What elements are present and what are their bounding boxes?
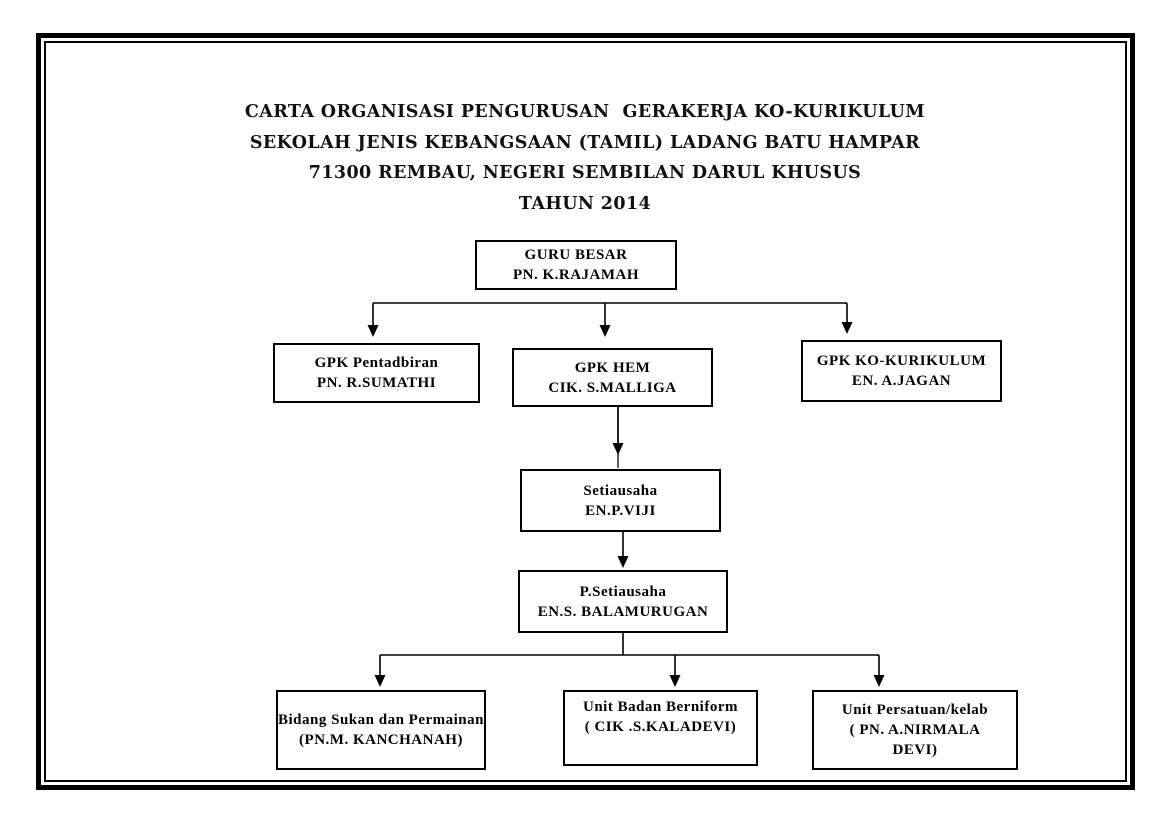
person-name: ( CIK .S.KALADEVI) <box>584 719 737 735</box>
role-label: Unit Badan Berniform <box>582 699 738 715</box>
title-line-3: 71300 REMBAU, NEGERI SEMBILAN DARUL KHUS… <box>308 163 862 183</box>
page-border-inner <box>44 41 1127 782</box>
person-name: PN. R.SUMATHI <box>316 375 437 391</box>
role-label: GURU BESAR <box>524 247 628 263</box>
node-unit-badan-berniform: Unit Badan Berniform ( CIK .S.KALADEVI) <box>563 690 758 766</box>
role-label: GPK KO-KURIKULUM <box>816 353 987 369</box>
role-label: Unit Persatuan/kelab <box>841 702 989 718</box>
role-label: Bidang Sukan dan Permainan <box>278 712 484 728</box>
page-border-outer <box>36 33 1135 790</box>
person-name: PN. K.RAJAMAH <box>512 267 640 283</box>
person-name: CIK. S.MALLIGA <box>548 379 677 396</box>
node-gpk-hem: GPK HEM CIK. S.MALLIGA <box>512 348 713 407</box>
person-name: EN.P.VIJI <box>585 502 656 519</box>
node-gpk-ko-kurikulum: GPK KO-KURIKULUM EN. A.JAGAN <box>801 340 1002 402</box>
node-p-setiausaha: P.Setiausaha EN.S. BALAMURUGAN <box>518 570 728 633</box>
title-line-4: TAHUN 2014 <box>518 193 652 214</box>
person-name: EN. A.JAGAN <box>851 373 952 389</box>
person-name: EN.S. BALAMURUGAN <box>537 603 709 620</box>
node-setiausaha: Setiausaha EN.P.VIJI <box>520 469 721 532</box>
title-line-2: SEKOLAH JENIS KEBANGSAAN (TAMIL) LADANG … <box>249 132 921 153</box>
person-name: (PN.M. KANCHANAH) <box>299 732 463 748</box>
person-name: ( PN. A.NIRMALA DEVI) <box>849 722 981 758</box>
chart-title: CARTA ORGANISASI PENGURUSAN GERAKERJA KO… <box>0 97 1170 219</box>
role-label: Setiausaha <box>583 482 658 499</box>
role-label: GPK HEM <box>574 359 651 376</box>
role-label: GPK Pentadbiran <box>314 355 439 371</box>
node-bidang-sukan-dan-permainan: Bidang Sukan dan Permainan (PN.M. KANCHA… <box>276 690 486 770</box>
title-line-1: CARTA ORGANISASI PENGURUSAN GERAKERJA KO… <box>244 102 926 122</box>
node-guru-besar: GURU BESAR PN. K.RAJAMAH <box>475 240 677 290</box>
node-gpk-pentadbiran: GPK Pentadbiran PN. R.SUMATHI <box>273 343 480 403</box>
role-label: P.Setiausaha <box>579 583 667 600</box>
node-unit-persatuan-kelab: Unit Persatuan/kelab ( PN. A.NIRMALA DEV… <box>812 690 1018 770</box>
